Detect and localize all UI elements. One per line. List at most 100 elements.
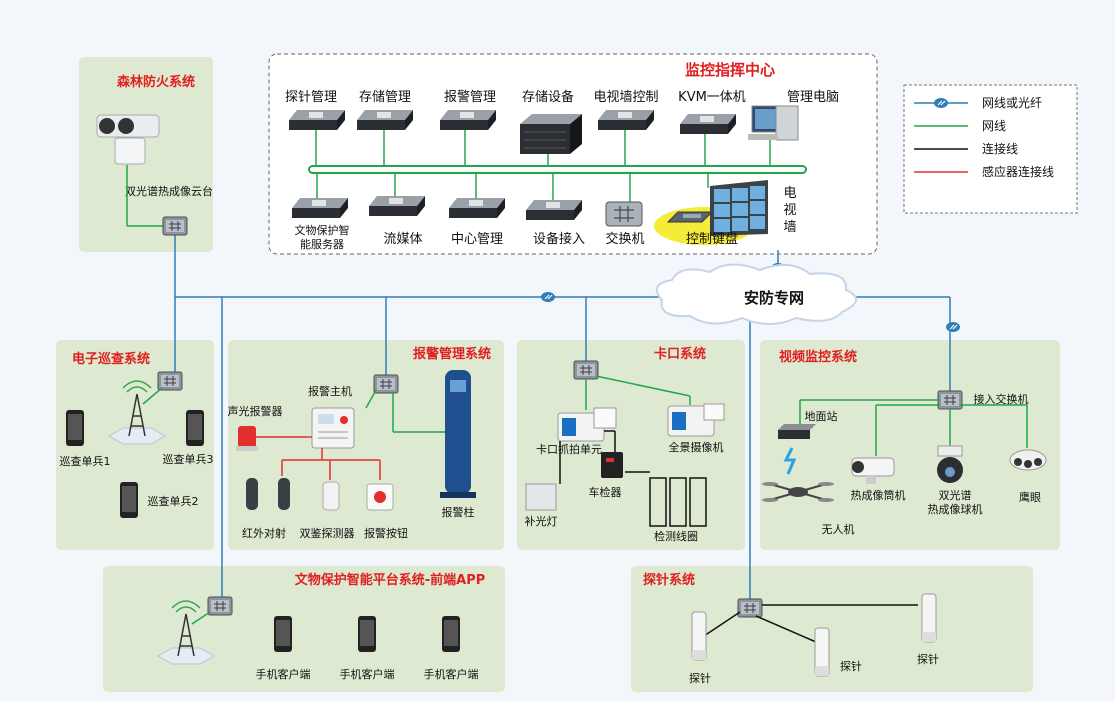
dome-camera-label: 双光谱 xyxy=(939,488,972,502)
probe-label: 探针 xyxy=(689,671,711,685)
probe-icon xyxy=(691,611,707,661)
security-network-cloud: 安防专网 xyxy=(655,263,857,325)
patrol-panel xyxy=(56,340,214,550)
phone-icon xyxy=(442,616,460,652)
legend-fiber: 网线或光纤 xyxy=(982,96,1042,110)
ground-station-icon xyxy=(778,424,816,439)
dome-camera-icon xyxy=(937,445,963,483)
device-label: 文物保护智 xyxy=(295,223,350,237)
device-label: 探针管理 xyxy=(285,90,337,105)
fiber-icon xyxy=(945,321,961,333)
switch-icon xyxy=(207,596,233,616)
switch-icon xyxy=(162,216,188,236)
video-wall-label: 视 xyxy=(783,203,796,218)
device-label: 设备接入 xyxy=(533,231,585,247)
cloud-label: 安防专网 xyxy=(744,289,804,307)
server-icon xyxy=(289,110,345,130)
forest-camera-label: 双光谱热成像云台 xyxy=(125,184,213,198)
thermal-bullet-icon xyxy=(851,457,895,484)
dual-detector-icon xyxy=(322,481,340,511)
pc-icon xyxy=(748,105,799,141)
fill-light-icon xyxy=(525,483,557,511)
server-icon xyxy=(369,196,425,216)
alarm-pillar-icon xyxy=(440,370,476,498)
server-icon xyxy=(598,110,654,130)
alarm-button-icon xyxy=(366,483,394,511)
siren-icon xyxy=(236,426,258,451)
ground-station-label: 地面站 xyxy=(805,409,838,423)
video-title: 视频监控系统 xyxy=(779,349,857,365)
device-label: 中心管理 xyxy=(451,232,503,247)
patrol-unit-label: 巡查单兵3 xyxy=(163,452,214,466)
siren-label: 声光报警器 xyxy=(228,404,283,418)
switch-icon xyxy=(605,201,643,227)
switch-icon xyxy=(937,390,963,410)
device-label: 交换机 xyxy=(605,231,644,247)
wireless-icon xyxy=(783,447,797,475)
panorama-camera-icon xyxy=(667,403,725,437)
vehicle-detector-icon xyxy=(601,452,623,478)
kvm-icon xyxy=(680,114,736,134)
switch-icon xyxy=(737,598,763,618)
eagle-eye-label: 鹰眼 xyxy=(1019,490,1041,504)
command-center-title: 监控指挥中心 xyxy=(685,61,775,79)
app-title: 文物保护智能平台系统-前端APP xyxy=(295,572,486,588)
phone-label: 手机客户端 xyxy=(424,667,479,681)
fiber-icon xyxy=(540,291,556,303)
server-icon xyxy=(292,198,348,218)
switch-icon xyxy=(373,374,399,394)
vehicle-detector-label: 车检器 xyxy=(589,485,622,499)
device-label: 能服务器 xyxy=(300,237,344,251)
patrol-unit-label: 巡查单兵2 xyxy=(148,494,199,508)
eagle-eye-icon xyxy=(1009,449,1047,471)
device-label: 流媒体 xyxy=(383,232,422,247)
handheld-icon xyxy=(120,482,138,518)
alarm-button-label: 报警按钮 xyxy=(364,526,408,540)
device-label: 存储设备 xyxy=(522,89,574,105)
drone-icon xyxy=(762,482,834,502)
ptz-camera-icon xyxy=(96,114,160,165)
forest-title: 森林防火系统 xyxy=(117,74,195,90)
fill-light-label: 补光灯 xyxy=(525,514,558,528)
dual-detector-label: 双鉴探测器 xyxy=(300,527,355,540)
video-wall-label: 电 xyxy=(783,186,796,201)
phone-label: 手机客户端 xyxy=(340,667,395,681)
forest-panel xyxy=(79,57,213,252)
device-label: 报警管理 xyxy=(444,89,496,105)
legend-network: 网线 xyxy=(982,119,1006,133)
patrol-unit-label: 巡查单兵1 xyxy=(60,454,111,468)
device-label: 管理电脑 xyxy=(787,90,839,105)
server-icon xyxy=(357,110,413,130)
legend-sensor: 感应器连接线 xyxy=(982,164,1054,179)
alarm-title: 报警管理系统 xyxy=(413,346,491,362)
probe-icon xyxy=(921,593,937,643)
probe-title: 探针系统 xyxy=(643,572,695,588)
phone-label: 手机客户端 xyxy=(256,667,311,681)
infrared-icon xyxy=(246,478,290,510)
alarm-panel xyxy=(228,340,504,550)
detection-loop-label: 检测线圈 xyxy=(654,529,698,543)
legend: 网线或光纤 网线 连接线 感应器连接线 xyxy=(914,96,1054,179)
switch-icon xyxy=(157,371,183,391)
device-label: 控制键盘 xyxy=(686,231,738,247)
device-label: KVM一体机 xyxy=(678,90,746,105)
thermal-bullet-label: 热成像筒机 xyxy=(851,488,906,502)
legend-connect: 连接线 xyxy=(982,141,1018,156)
server-icon xyxy=(449,198,505,218)
switch-icon xyxy=(573,360,599,380)
infrared-label: 红外对射 xyxy=(242,526,286,540)
patrol-title: 电子巡查系统 xyxy=(72,351,150,367)
probe-icon xyxy=(814,627,830,677)
video-wall-label: 墙 xyxy=(783,220,796,235)
kakou-panel xyxy=(517,340,745,550)
dome-camera-label: 热成像球机 xyxy=(928,502,983,516)
device-label: 电视墙控制 xyxy=(593,90,658,105)
handheld-icon xyxy=(66,410,84,446)
probe-label: 探针 xyxy=(917,652,939,666)
alarm-pillar-label: 报警柱 xyxy=(442,505,475,519)
device-label: 存储管理 xyxy=(359,90,411,105)
drone-label: 无人机 xyxy=(822,522,855,536)
detection-loop-icon xyxy=(649,477,707,527)
phone-icon xyxy=(274,616,292,652)
